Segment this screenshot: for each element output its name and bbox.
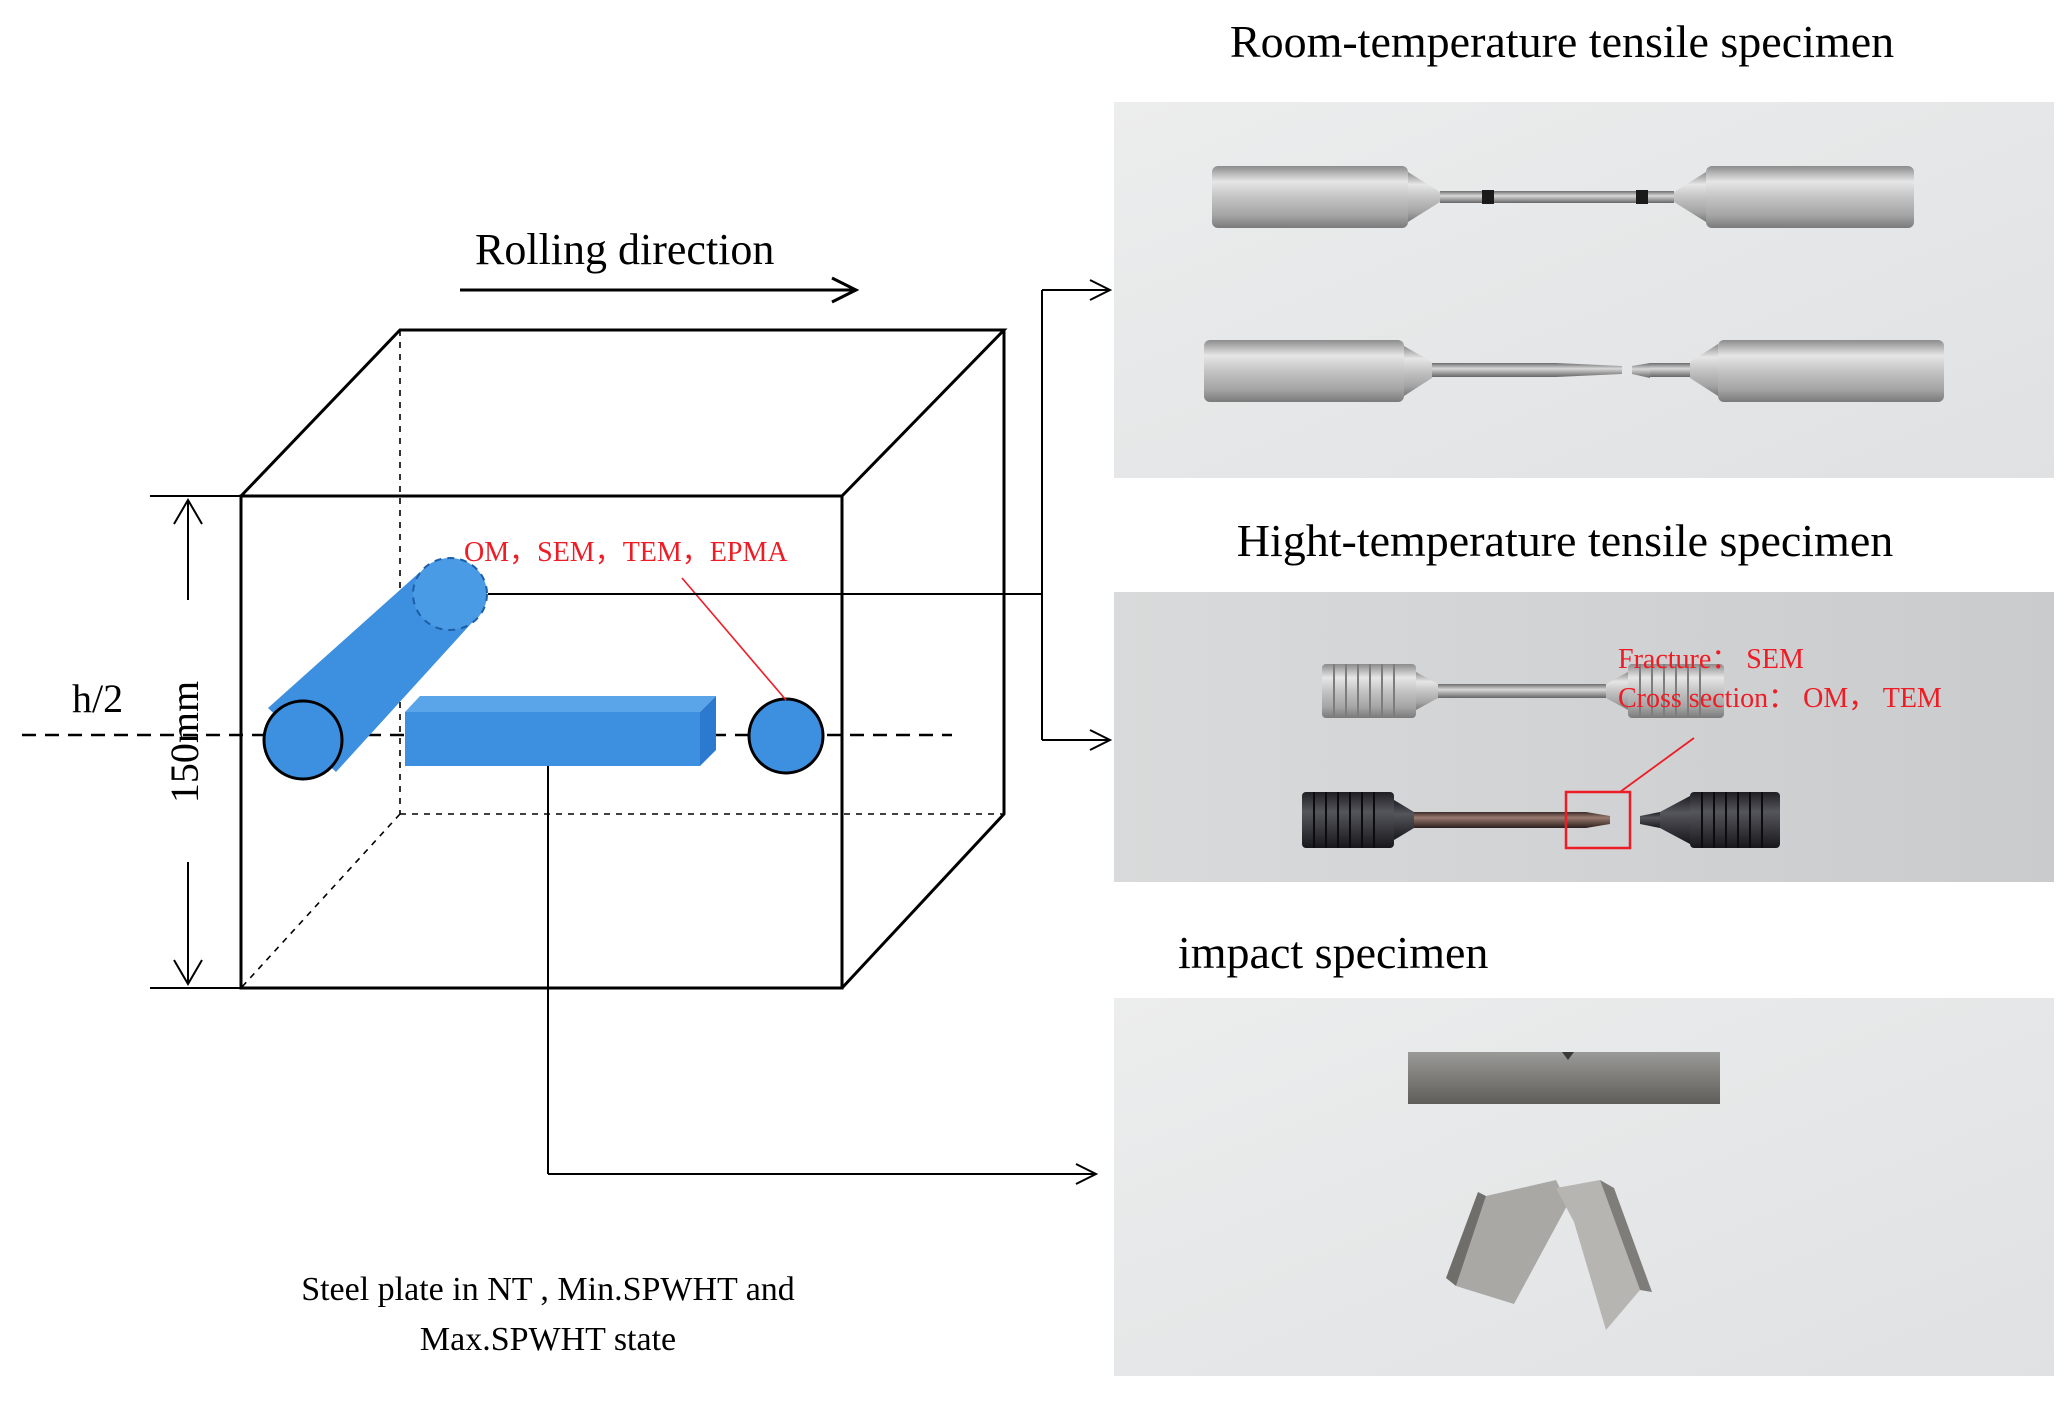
high-tensile-specimen-intact [1322, 664, 1724, 718]
plate-front-face [239, 494, 844, 990]
high-temp-photo [1114, 592, 2054, 882]
mid-thickness-label: h/2 [72, 676, 123, 721]
impact-photo [1114, 998, 2054, 1376]
impact-specimen-fractured [1446, 1180, 1652, 1330]
room-temp-title: Room-temperature tensile specimen [1230, 16, 1894, 67]
plate-caption-line2: Max.SPWHT state [420, 1321, 676, 1358]
cross-section-method-label: Cross section： OM， TEM [1618, 683, 1942, 714]
high-tensile-specimen-fractured [1302, 792, 1780, 848]
transverse-bar-sample [405, 696, 716, 766]
sample-methods-label: OM，SEM，TEM，EPMA [464, 537, 788, 568]
thickness-label: 150mm [162, 681, 207, 803]
room-tensile-specimen-fractured [1204, 340, 1944, 402]
rolling-direction-label: Rolling direction [475, 225, 774, 274]
plate-right-face [840, 330, 1006, 990]
fracture-region-box [1564, 790, 1632, 850]
room-temp-photo [1114, 102, 2054, 478]
end-cylinder-sample [747, 697, 825, 775]
plate-caption-line1: Steel plate in NT , Min.SPWHT and [301, 1271, 795, 1308]
methods-leader-line [681, 577, 787, 701]
diagonal-cylinder-sample [262, 557, 488, 781]
impact-title: impact specimen [1178, 927, 1488, 978]
thickness-dimension [150, 495, 241, 989]
fracture-method-label: Fracture： SEM [1618, 644, 1804, 675]
connector-to-impact [547, 766, 1099, 1185]
rolling-direction-arrow [460, 276, 860, 304]
plate-top-face [239, 328, 1008, 498]
room-tensile-specimen-intact [1212, 166, 1914, 228]
connector-to-tensile [488, 279, 1113, 751]
fracture-leader-line [1619, 737, 1695, 793]
impact-specimen-intact [1408, 1052, 1720, 1104]
high-temp-title: Hight-temperature tensile specimen [1237, 515, 1894, 566]
plate-hidden-edges [240, 330, 1004, 989]
steel-plate-box [239, 328, 1008, 990]
